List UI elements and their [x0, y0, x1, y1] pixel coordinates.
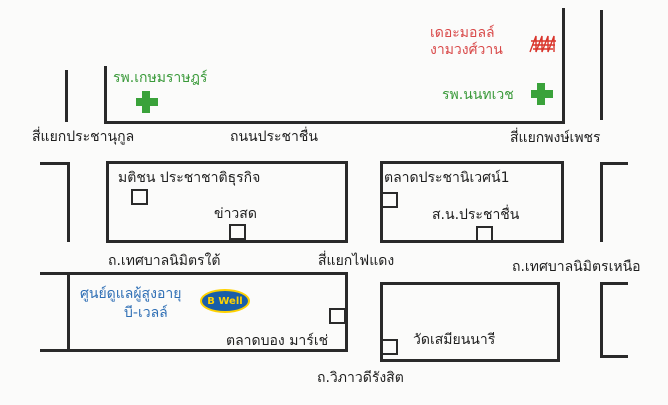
road-line-right-bottom-bottom [600, 355, 628, 358]
the-mall-logo-icon [529, 35, 556, 53]
building-khaosod [229, 224, 246, 240]
nonthavej-hospital-label: รพ.นนทเวช [442, 87, 514, 103]
building-wat [381, 339, 398, 355]
building-matichon [131, 189, 148, 205]
road-line-right-middle [600, 162, 603, 242]
road-line-right-middle-cap [600, 162, 628, 165]
block-wat-samian-nari [380, 282, 560, 362]
road-line-bottom-horizontal [40, 349, 348, 352]
road-line-left-middle-cap [40, 162, 68, 165]
wat-samian-nari-label: วัดเสมียนนารี [413, 332, 496, 348]
building-police [476, 226, 493, 242]
road-line-top-horizontal [104, 121, 564, 124]
road-line-right-bottom-top [600, 282, 628, 285]
road-line-left-top [65, 70, 68, 122]
road-line-top-left-vertical [104, 66, 107, 124]
thetsaban-nimit-nuea-label: ถ.เทศบาลนิมิตรเหนือ [512, 259, 641, 275]
bwell-logo: B Well [200, 289, 250, 313]
faidaeng-intersection-label: สี่แยกไฟแดง [318, 253, 395, 269]
bwell-center-label-line1: ศูนย์ดูแลผู้สูงอายุ [80, 286, 182, 302]
prachachuen-road-label: ถนนประชาชื่น [230, 129, 318, 145]
phongphet-intersection-label: สี่แยกพงษ์เพชร [510, 130, 601, 146]
block-matichon [106, 161, 348, 243]
the-mall-label: เดอะมอลล์ งามวงศ์วาน [430, 25, 503, 58]
kasemrad-hospital-label: รพ.เกษมราษฎร์ [113, 70, 208, 86]
nonthavej-hospital-cross-icon [531, 83, 553, 105]
building-talat-prachaniwet [381, 192, 398, 208]
kasemrad-hospital-cross-icon [136, 91, 158, 113]
road-line-bottom-left-vertical [345, 272, 348, 352]
road-line-left-middle [67, 162, 70, 242]
bwell-center-label-line2: บี-เวลล์ [124, 305, 168, 321]
thetsaban-nimit-tai-label: ถ.เทศบาลนิมิตรใต้ [108, 253, 221, 269]
khaosod-label: ข่าวสด [214, 206, 257, 222]
talat-bong-mart-label: ตลาดบอง มาร์เช่ [226, 333, 329, 349]
road-line-bottom-left-horizontal [40, 272, 348, 275]
vibhavadi-rangsit-label: ถ.วิภาวดีรังสิต [317, 370, 404, 386]
road-line-left-bottom [67, 272, 70, 352]
prachanukul-intersection-label: สี่แยกประชานุกูล [32, 129, 135, 145]
talat-prachaniwet-label: ตลาดประชานิเวศน์1 [384, 170, 510, 186]
building-bong-marche [329, 308, 346, 324]
police-station-label: ส.น.ประชาชื่น [432, 207, 520, 223]
road-line-right-bottom [600, 282, 603, 357]
road-line-top-right-vertical [562, 8, 565, 124]
matichon-label: มติชน ประชาชาติธุรกิจ [118, 170, 261, 186]
road-line-right-top [600, 10, 603, 120]
